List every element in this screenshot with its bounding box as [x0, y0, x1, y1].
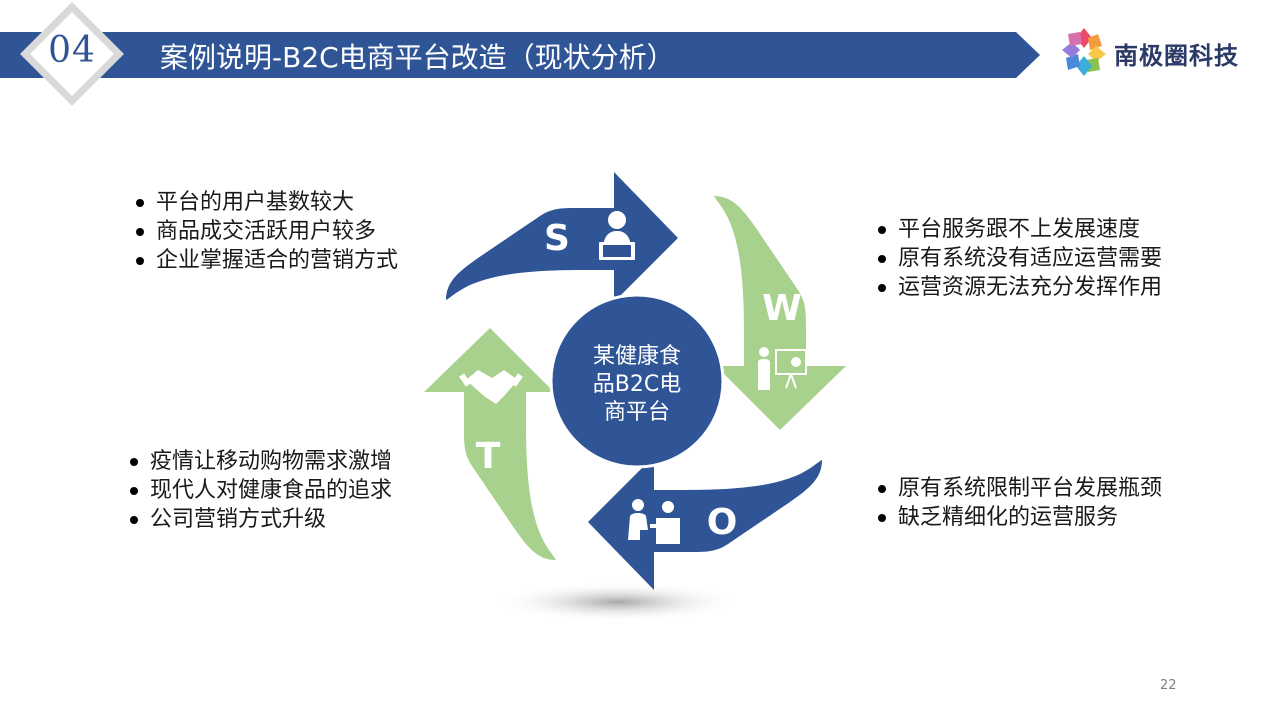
w-arrow	[714, 196, 846, 430]
presenter-chart-icon	[758, 347, 807, 390]
center-label-line-3: 商平台	[604, 400, 670, 425]
list-item: 平台服务跟不上发展速度	[876, 215, 1162, 244]
list-item: 疫情让移动购物需求激增	[128, 447, 392, 476]
list-item: 平台的用户基数较大	[134, 188, 398, 217]
handshake-icon	[459, 370, 523, 404]
center-label-line-1: 某健康食	[593, 344, 681, 369]
person-laptop-icon	[599, 211, 635, 260]
section-number: 04	[48, 30, 96, 71]
s-arrow	[446, 172, 678, 302]
company-logo: 南极圈科技	[1058, 26, 1268, 78]
diagram-shadow	[493, 582, 743, 622]
list-item: 企业掌握适合的营销方式	[134, 246, 398, 275]
list-item: 现代人对健康食品的追求	[128, 476, 392, 505]
page-title: 案例说明-B2C电商平台改造（现状分析）	[160, 41, 675, 74]
o-letter: O	[707, 502, 738, 543]
t-letter: T	[476, 436, 501, 477]
threats-list: 疫情让移动购物需求激增 现代人对健康食品的追求 公司营销方式升级	[128, 447, 392, 534]
strengths-list: 平台的用户基数较大 商品成交活跃用户较多 企业掌握适合的营销方式	[134, 188, 398, 275]
office-workers-icon	[628, 499, 680, 544]
s-letter: S	[544, 218, 570, 259]
list-item: 公司营销方式升级	[128, 505, 392, 534]
list-item: 缺乏精细化的运营服务	[876, 503, 1162, 532]
o-arrow	[588, 456, 822, 590]
center-label-line-2: 品B2C电	[593, 372, 681, 397]
opportunities-list: 原有系统限制平台发展瓶颈 缺乏精细化的运营服务	[876, 474, 1162, 532]
logo-text: 南极圈科技	[1114, 42, 1239, 70]
weaknesses-list: 平台服务跟不上发展速度 原有系统没有适应运营需要 运营资源无法充分发挥作用	[876, 215, 1162, 302]
section-diamond-inner	[30, 12, 114, 96]
center-circle	[549, 293, 725, 469]
list-item: 原有系统限制平台发展瓶颈	[876, 474, 1162, 503]
list-item: 商品成交活跃用户较多	[134, 217, 398, 246]
logo-pinwheel-icon	[1062, 28, 1106, 76]
title-bar	[0, 32, 1040, 78]
page-number: 22	[1160, 678, 1177, 693]
t-arrow	[424, 328, 556, 560]
header-band	[0, 2, 1040, 106]
list-item: 运营资源无法充分发挥作用	[876, 273, 1162, 302]
list-item: 原有系统没有适应运营需要	[876, 244, 1162, 273]
w-letter: W	[762, 288, 802, 329]
